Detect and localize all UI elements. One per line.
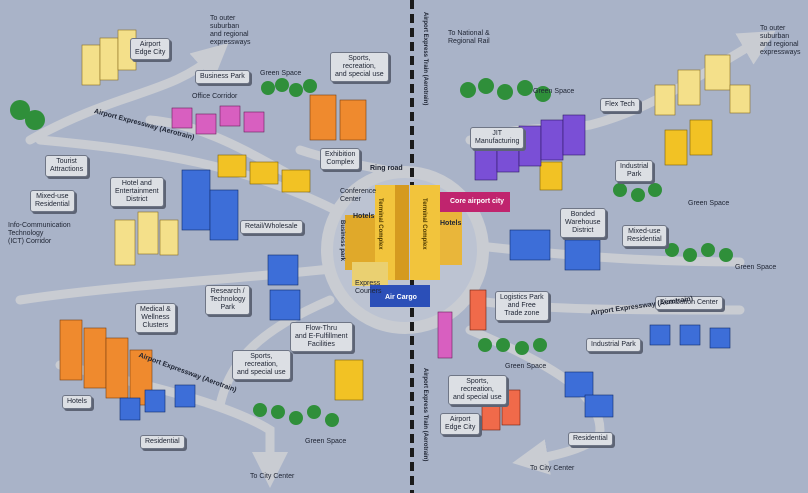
- label-express-courier: Express Couriers: [355, 280, 382, 295]
- label-business-park-core: Business park: [339, 220, 345, 262]
- label-flex-tech: Flex Tech: [600, 98, 640, 112]
- label-rail-bottom: Airport Express Train (Aerotrain): [422, 368, 428, 462]
- label-mixed-use-e: Mixed-use Residential: [622, 225, 667, 247]
- label-to-national-rail: To National & Regional Rail: [448, 30, 490, 45]
- label-to-city-center-w: To City Center: [250, 473, 295, 480]
- label-terminal-a: Terminal Complex: [377, 198, 383, 250]
- label-flow-thru: Flow-Thru and E-Fulfillment Facilities: [290, 322, 353, 352]
- label-industrial-park-se: Industrial Park: [586, 338, 641, 352]
- label-office-corridor: Office Corridor: [192, 93, 238, 100]
- label-to-outer-suburban-e: To outer suburban and regional expresswa…: [760, 25, 801, 56]
- label-core-airport-city: Core airport city: [450, 198, 505, 205]
- label-green-space-ne: Green Space: [533, 88, 575, 95]
- label-sports-rec-se: Sports, recreation, and special use: [448, 375, 507, 405]
- label-green-space-se: Green Space: [505, 363, 547, 370]
- label-logistics-park: Logistics Park and Free Trade zone: [495, 291, 549, 321]
- label-jit-manufacturing: JIT Manufacturing: [470, 127, 525, 149]
- label-industrial-park-e: Industrial Park: [615, 160, 654, 182]
- label-distribution-center: Distribution Center: [655, 296, 723, 310]
- core-airport-city-banner: [440, 192, 510, 212]
- label-hotels-core: Hotels: [353, 213, 375, 220]
- label-rail-top: Airport Express Train (Aerotrain): [422, 12, 428, 106]
- label-residential-se: Residential: [568, 432, 613, 446]
- label-retail-wholesale: Retail/Wholesale: [240, 220, 303, 234]
- label-to-outer-suburban-w: To outer suburban and regional expresswa…: [210, 15, 251, 46]
- label-ring-road: Ring road: [370, 165, 403, 172]
- label-business-park: Business Park: [195, 70, 250, 84]
- label-residential-sw: Residential: [140, 435, 185, 449]
- label-green-space-top: Green Space: [260, 70, 302, 77]
- label-conference-center: Conference Center: [340, 188, 377, 203]
- core-terminal-towers: [345, 185, 462, 286]
- label-green-space-sw: Green Space: [305, 438, 347, 445]
- label-terminal-b: Terminal Complex: [421, 198, 427, 250]
- label-hotel-entertainment: Hotel and Entertainment District: [110, 177, 164, 207]
- label-airport-edge-city-s: Airport Edge City: [440, 413, 481, 435]
- label-airport-edge-city-nw: Airport Edge City: [130, 38, 171, 60]
- label-hotels-sw: Hotels: [62, 395, 92, 409]
- label-exhibition-complex: Exhibition Complex: [320, 148, 361, 170]
- label-ict-corridor: Info-Communication Technology (ICT) Corr…: [8, 222, 71, 245]
- label-hotels-core-right: Hotels: [440, 220, 462, 227]
- label-green-space-e2: Green Space: [735, 264, 777, 271]
- label-tourist-attractions: Tourist Attractions: [45, 155, 89, 177]
- label-sports-rec-top: Sports, recreation, and special use: [330, 52, 389, 82]
- air-cargo-block: [370, 285, 430, 307]
- label-mixed-use-w: Mixed-use Residential: [30, 190, 75, 212]
- label-green-space-e1: Green Space: [688, 200, 730, 207]
- label-bonded-warehouse: Bonded Warehouse District: [560, 208, 606, 238]
- label-medical-wellness: Medical & Wellness Clusters: [135, 303, 176, 333]
- label-sports-rec-sw: Sports, recreation, and special use: [232, 350, 291, 380]
- label-research-park: Research / Technology Park: [205, 285, 251, 315]
- green-space-trees: [10, 78, 733, 427]
- label-air-cargo: Air Cargo: [385, 294, 417, 301]
- label-to-city-center-e: To City Center: [530, 465, 575, 472]
